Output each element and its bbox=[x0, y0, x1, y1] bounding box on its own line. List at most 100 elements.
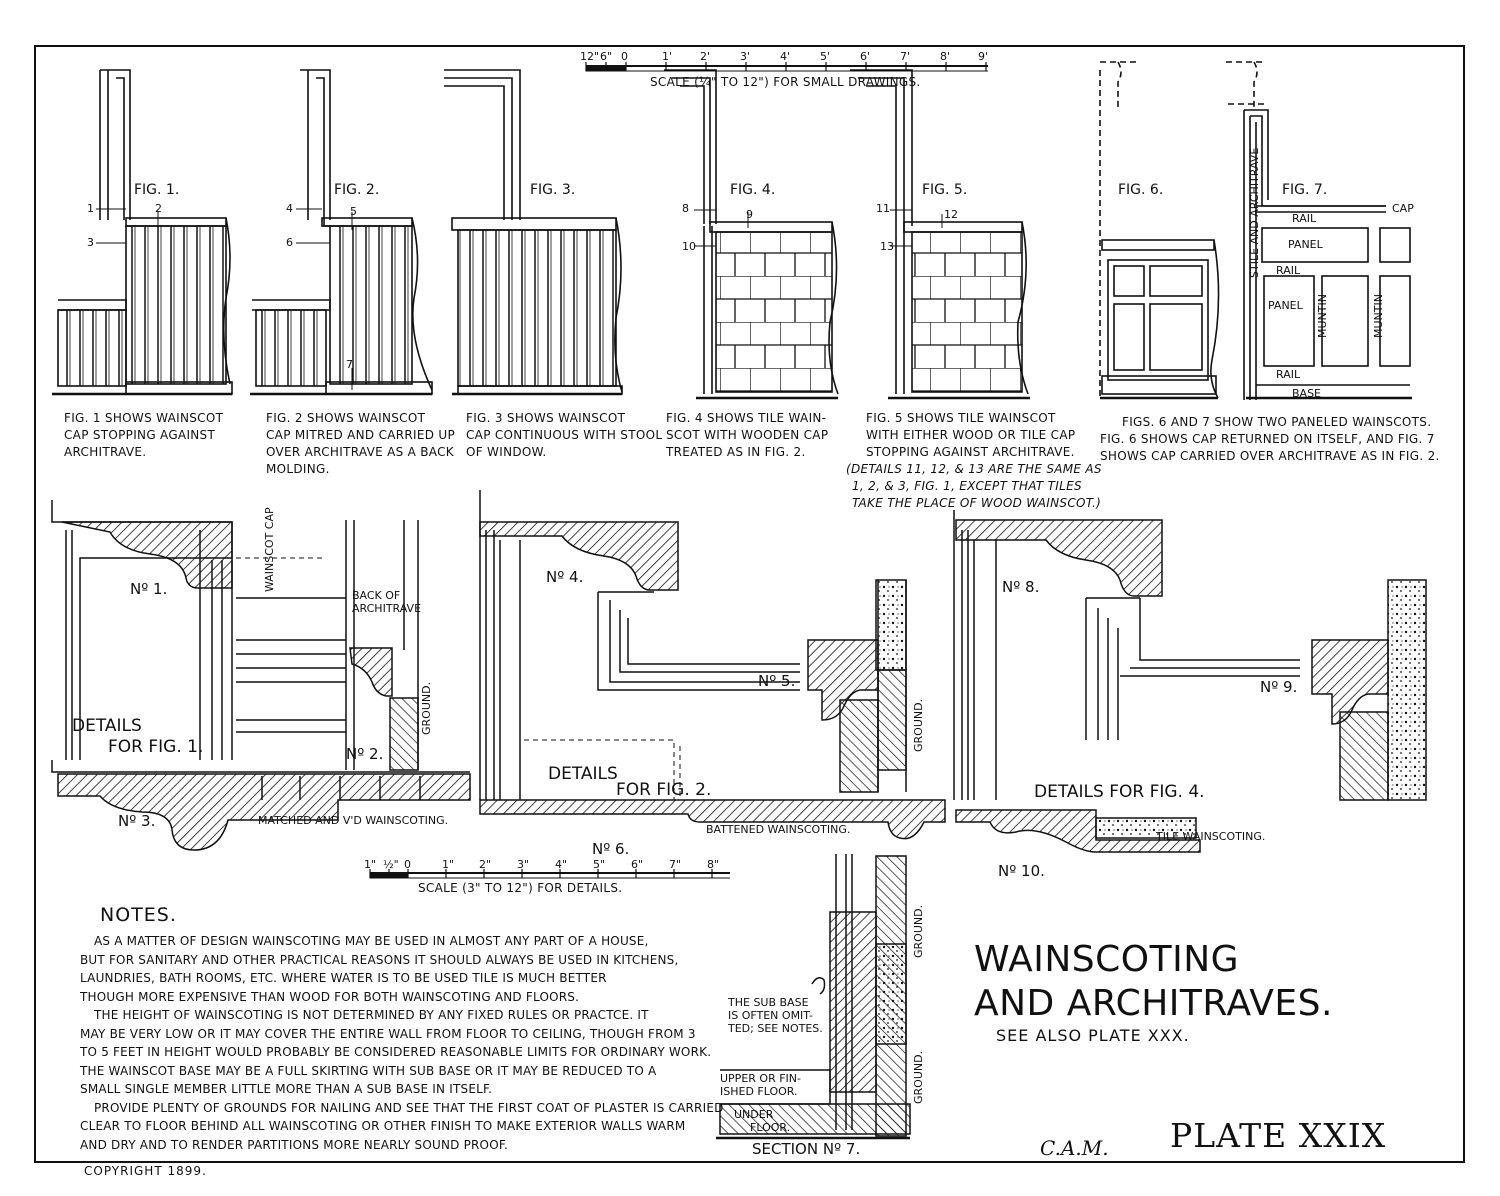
detail-4-label: Nº 4. bbox=[546, 568, 584, 586]
fig-5-drawing bbox=[850, 69, 1030, 400]
fig-1-drawing bbox=[52, 69, 233, 396]
tile-wainscoting-label: TILE WAINSCOTING. bbox=[1156, 830, 1266, 843]
callout: 6 bbox=[286, 236, 293, 249]
scale-small-tick: 1' bbox=[662, 50, 673, 63]
callout: 8 bbox=[682, 202, 689, 215]
fig-4-title: FIG. 4. bbox=[730, 182, 776, 198]
fig-7-drawing bbox=[1226, 61, 1412, 400]
plate-title-line-2: AND ARCHITRAVES. bbox=[974, 983, 1333, 1024]
fig-3-drawing bbox=[444, 69, 623, 396]
callout: 10 bbox=[682, 240, 696, 253]
scale-details-tick: ½" bbox=[383, 858, 399, 871]
fig-5-title: FIG. 5. bbox=[922, 182, 968, 198]
scale-bar-details bbox=[369, 869, 730, 879]
ground-label: GROUND. bbox=[912, 698, 925, 752]
callout: 7 bbox=[346, 358, 353, 371]
scale-small-tick: 6' bbox=[860, 50, 871, 63]
fig-7-label-stile: STILE AND ARCHITRAVE bbox=[1248, 147, 1261, 278]
scale-bar-small bbox=[585, 62, 988, 72]
detail-1-label: Nº 1. bbox=[130, 580, 168, 598]
fig-2-title: FIG. 2. bbox=[334, 182, 380, 198]
details-fig-1-drawing bbox=[51, 500, 471, 851]
scale-small-tick: 0 bbox=[621, 50, 628, 63]
detail-10-label: Nº 10. bbox=[998, 862, 1045, 880]
scale-small-tick: 6" bbox=[600, 50, 613, 63]
detail-6-label: Nº 6. bbox=[592, 840, 630, 858]
fig-4-drawing bbox=[664, 69, 839, 400]
detail-9-label: Nº 9. bbox=[1260, 678, 1298, 696]
fig-7-label-muntin: MUNTIN bbox=[1372, 294, 1385, 338]
fig-7-label-rail: RAIL bbox=[1276, 368, 1301, 381]
scale-small-tick: 3' bbox=[740, 50, 751, 63]
scale-small-tick: 8' bbox=[940, 50, 951, 63]
scale-details-label: SCALE (3" TO 12") FOR DETAILS. bbox=[418, 881, 623, 895]
copyright: COPYRIGHT 1899. bbox=[84, 1164, 207, 1178]
detail-2-label: Nº 2. bbox=[346, 745, 384, 763]
section-7-label: SECTION Nº 7. bbox=[752, 1140, 861, 1158]
fig-4-caption: FIG. 4 SHOWS TILE WAIN-SCOT WITH WOODEN … bbox=[666, 411, 829, 459]
fig-1-title: FIG. 1. bbox=[134, 182, 180, 198]
fig-7-label-cap: CAP bbox=[1392, 202, 1414, 215]
ground-label: GROUND. bbox=[912, 904, 925, 958]
scale-details-tick: 2" bbox=[479, 858, 492, 871]
battened-wainscoting-label: BATTENED WAINSCOTING. bbox=[706, 823, 851, 836]
upper-floor-label: UPPER OR FIN-ISHED FLOOR. bbox=[720, 1072, 801, 1098]
callout: 13 bbox=[880, 240, 894, 253]
details-fig-2-title: FOR FIG. 2. bbox=[616, 780, 712, 800]
plate-number: PLATE XXIX bbox=[1170, 1116, 1387, 1155]
details-fig-1-title: FOR FIG. 1. bbox=[108, 737, 204, 757]
fig-6-title: FIG. 6. bbox=[1118, 182, 1164, 198]
scale-details-tick: 7" bbox=[669, 858, 682, 871]
callout: 11 bbox=[876, 202, 890, 215]
ground-label: GROUND. bbox=[420, 681, 433, 735]
details-fig-1-title: DETAILS bbox=[72, 716, 142, 736]
scale-small-tick: 7' bbox=[900, 50, 911, 63]
callout: 1 bbox=[87, 202, 94, 215]
scale-details-tick: 1" bbox=[442, 858, 455, 871]
scale-small-tick: 5' bbox=[820, 50, 831, 63]
plate-title-line-1: WAINSCOTING bbox=[974, 939, 1240, 980]
fig-7-label-panel: PANEL bbox=[1288, 238, 1323, 251]
detail-8-label: Nº 8. bbox=[1002, 578, 1040, 596]
scale-details-tick: 3" bbox=[517, 858, 530, 871]
fig-3-title: FIG. 3. bbox=[530, 182, 576, 198]
scale-small-tick: 9' bbox=[978, 50, 989, 63]
fig-7-label-rail: RAIL bbox=[1292, 212, 1317, 225]
fig-7-label-muntin: MUNTIN bbox=[1316, 294, 1329, 338]
detail-5-label: Nº 5. bbox=[758, 672, 796, 690]
scale-details-tick: 1" bbox=[364, 858, 377, 871]
scale-details-tick: 6" bbox=[631, 858, 644, 871]
notes-body: AS A MATTER OF DESIGN WAINSCOTING MAY BE… bbox=[80, 934, 724, 1152]
wainscot-cap-label: WAINSCOT CAP bbox=[263, 507, 276, 592]
see-also-label: SEE ALSO PLATE XXX. bbox=[996, 1026, 1190, 1045]
fig-7-label-panel: PANEL bbox=[1268, 299, 1303, 312]
callout: 2 bbox=[155, 202, 162, 215]
section-7-drawing bbox=[716, 854, 911, 1140]
ground-label: GROUND. bbox=[912, 1050, 925, 1104]
fig-6-7-caption: FIGS. 6 AND 7 SHOW TWO PANELED WAINSCOTS… bbox=[1100, 415, 1440, 463]
details-fig-2-drawing bbox=[479, 490, 946, 840]
fig-7-label-rail: RAIL bbox=[1276, 264, 1301, 277]
signature: C.A.M. bbox=[1040, 1136, 1109, 1160]
fig-7-title: FIG. 7. bbox=[1282, 182, 1328, 198]
callout: 12 bbox=[944, 208, 958, 221]
notes-heading: NOTES. bbox=[100, 904, 177, 926]
fig-6-drawing bbox=[1099, 61, 1220, 400]
details-fig-2-title: DETAILS bbox=[548, 764, 618, 784]
callout: 3 bbox=[87, 236, 94, 249]
scale-small-tick: 2' bbox=[700, 50, 711, 63]
callout: 5 bbox=[350, 205, 357, 218]
fig-2-drawing bbox=[250, 69, 433, 396]
scale-details-tick: 0 bbox=[404, 858, 411, 871]
scale-small-tick: 4' bbox=[780, 50, 791, 63]
scale-small-label: SCALE (¼" TO 12") FOR SMALL DRAWINGS. bbox=[650, 75, 921, 89]
details-fig-4-drawing bbox=[953, 510, 1427, 853]
